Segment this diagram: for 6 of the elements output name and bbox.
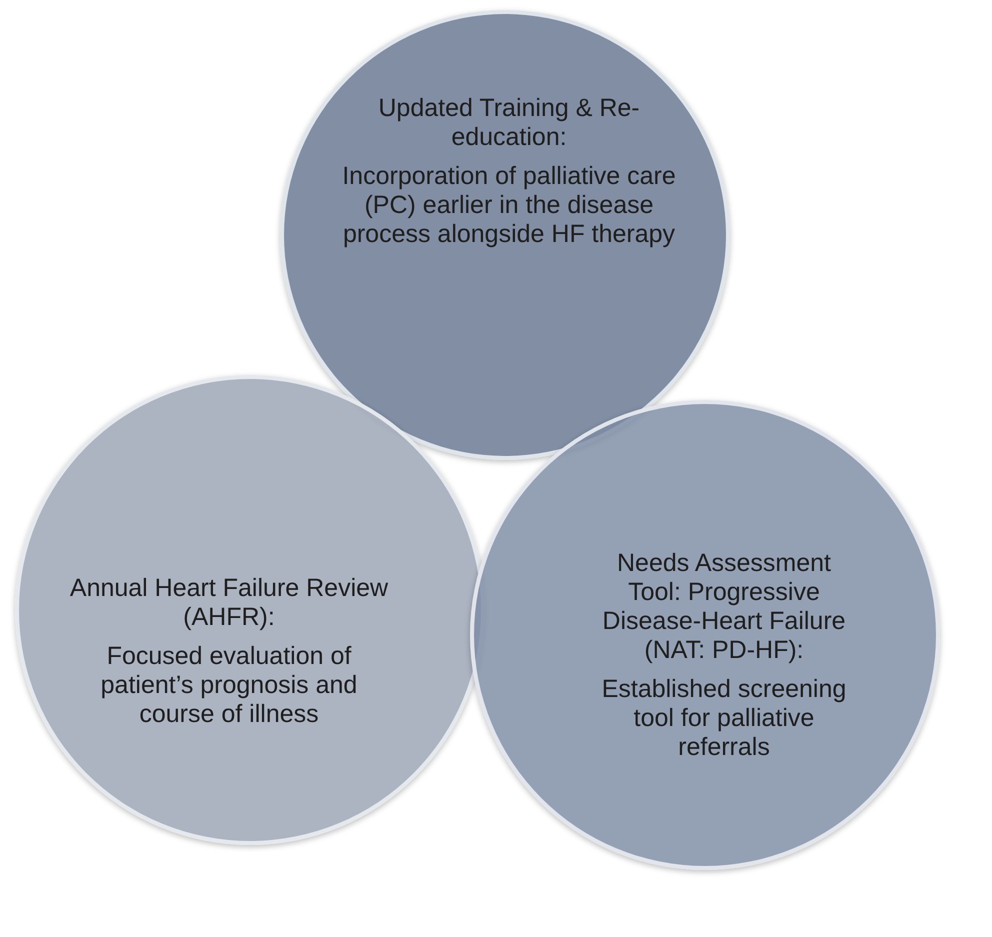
circle-heading: Needs Assessment Tool: Progressive Disease-Heart Failure (NAT: PD-HF): [601,549,847,665]
circle-description: Focused evaluation of patient’s prognosis and course of illness [100,642,358,729]
circle-heading: Annual Heart Failure Review (AHFR): [69,574,389,632]
circle-heading: Updated Training & Re-education: [377,94,641,152]
circle-description: Established screening tool for palliative referrals [600,675,848,762]
circle-description: Incorporation of palliative care (PC) earlier in the disease process alongside HF therapy [341,162,677,249]
